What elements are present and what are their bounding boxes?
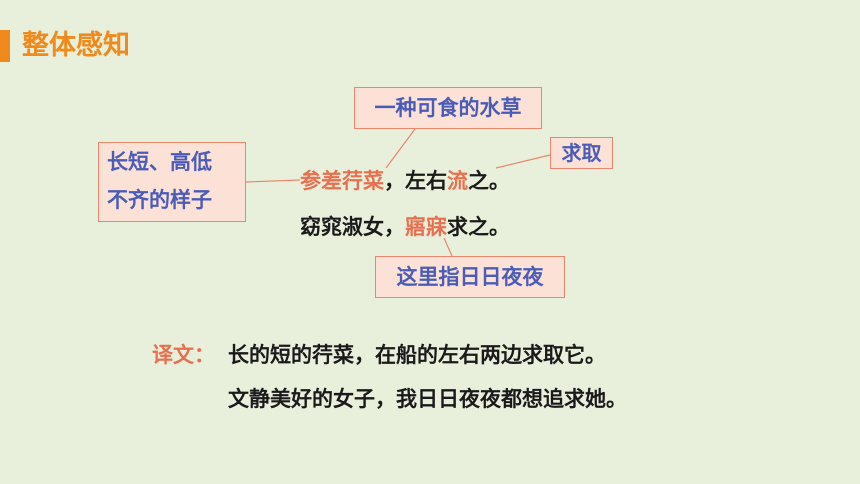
connector-seek bbox=[495, 154, 551, 169]
connector-uneven bbox=[245, 179, 301, 183]
poem-highlight-cenci: 参差荇菜 bbox=[300, 169, 384, 193]
title-accent-bar bbox=[0, 30, 10, 62]
annotation-seek: 求取 bbox=[550, 137, 613, 169]
poem-highlight-wumei: 寤寐 bbox=[405, 215, 447, 239]
annotation-uneven: 长短、高低 不齐的样子 bbox=[98, 142, 246, 222]
connector-day bbox=[443, 237, 453, 257]
annotation-uneven-line1: 长短、高低 bbox=[107, 150, 212, 174]
annotation-water-plant: 一种可食的水草 bbox=[354, 87, 542, 129]
poem-text: ，左右 bbox=[384, 169, 447, 193]
poem-line-1: 参差荇菜，左右流之。 bbox=[300, 166, 510, 196]
poem-highlight-liu: 流 bbox=[447, 169, 468, 193]
annotation-day-night: 这里指日日夜夜 bbox=[375, 256, 565, 298]
translation-line-2: 文静美好的女子，我日日夜夜都想追求她。 bbox=[228, 387, 627, 411]
annotation-uneven-line2: 不齐的样子 bbox=[107, 188, 212, 212]
poem-text: 求之。 bbox=[447, 215, 510, 239]
poem-line-2: 窈窕淑女，寤寐求之。 bbox=[300, 212, 510, 242]
poem-text: 之。 bbox=[468, 169, 510, 193]
translation-label: 译文： bbox=[152, 343, 215, 367]
poem-text: 窈窕淑女， bbox=[300, 215, 405, 239]
translation-line-1: 长的短的荇菜，在船的左右两边求取它。 bbox=[228, 343, 606, 367]
connector-water bbox=[385, 128, 416, 169]
page-title: 整体感知 bbox=[22, 30, 130, 61]
